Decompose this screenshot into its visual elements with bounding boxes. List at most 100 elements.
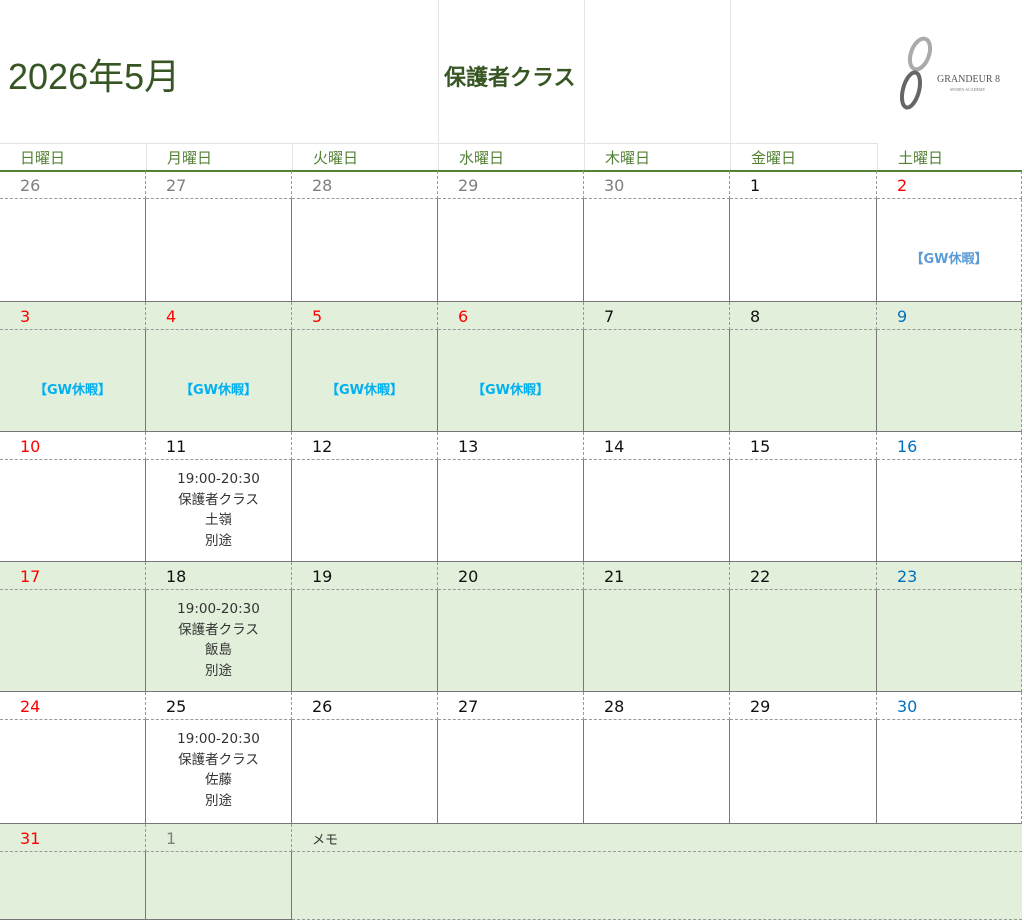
day-number: 20	[438, 562, 584, 590]
day-cell[interactable]	[292, 590, 438, 692]
day-number: 29	[730, 692, 877, 720]
day-cell[interactable]	[0, 460, 146, 562]
event-line: 土嶺	[205, 512, 232, 528]
day-number: 15	[730, 432, 877, 460]
day-number: 16	[877, 432, 1022, 460]
memo-label: メモ	[292, 824, 1022, 852]
weekday-header: 水曜日	[438, 143, 584, 171]
day-number: 1	[146, 824, 292, 852]
day-cell[interactable]	[292, 199, 438, 302]
gw-holiday-label: 【GW休暇】	[179, 383, 257, 398]
weekday-header: 土曜日	[877, 143, 1022, 171]
day-number: 27	[438, 692, 584, 720]
memo-area[interactable]	[292, 852, 1022, 920]
figure-eight-logo-icon: GRANDEUR 8 SPORTS ACADEMY	[899, 36, 1000, 110]
event-line: 別途	[205, 792, 232, 809]
day-cell[interactable]	[877, 460, 1022, 562]
day-cell[interactable]	[730, 720, 877, 824]
header-gridline	[584, 0, 585, 143]
event-line: 19:00-20:30	[177, 601, 260, 617]
day-number: 31	[0, 824, 146, 852]
gw-holiday-label: 【GW休暇】	[325, 383, 403, 398]
day-cell[interactable]	[292, 720, 438, 824]
day-number: 26	[0, 171, 146, 199]
day-number: 30	[877, 692, 1022, 720]
day-number: 30	[584, 171, 730, 199]
day-cell[interactable]	[877, 590, 1022, 692]
day-cell[interactable]	[0, 852, 146, 920]
day-number: 23	[877, 562, 1022, 590]
day-cell[interactable]	[584, 330, 730, 432]
event-line: 保護者クラス	[178, 491, 259, 508]
day-number: 7	[584, 302, 730, 330]
day-number: 1	[730, 171, 877, 199]
day-number: 2	[877, 171, 1022, 199]
day-cell[interactable]	[877, 330, 1022, 432]
event-line: 保護者クラス	[178, 751, 259, 768]
day-number: 9	[877, 302, 1022, 330]
day-number: 4	[146, 302, 292, 330]
day-number: 6	[438, 302, 584, 330]
day-number: 28	[584, 692, 730, 720]
weekday-header: 火曜日	[292, 143, 438, 171]
day-number: 10	[0, 432, 146, 460]
class-title: 保護者クラス	[444, 66, 576, 91]
day-cell[interactable]	[0, 199, 146, 302]
day-cell[interactable]	[0, 720, 146, 824]
day-number: 12	[292, 432, 438, 460]
day-number: 11	[146, 432, 292, 460]
day-number: 27	[146, 171, 292, 199]
weekday-header: 金曜日	[730, 143, 877, 171]
weekday-header: 日曜日	[20, 149, 66, 167]
gw-holiday-label: 【GW休暇】	[33, 383, 111, 398]
day-cell[interactable]	[438, 460, 584, 562]
day-number: 21	[584, 562, 730, 590]
day-cell[interactable]: 【GW休暇】	[146, 330, 292, 432]
day-cell[interactable]	[0, 590, 146, 692]
day-cell[interactable]	[730, 590, 877, 692]
day-number: 29	[438, 171, 584, 199]
day-number: 25	[146, 692, 292, 720]
day-cell[interactable]	[292, 460, 438, 562]
logo-text: GRANDEUR 8	[937, 74, 1000, 85]
day-cell[interactable]: 【GW休暇】	[292, 330, 438, 432]
day-cell[interactable]	[877, 720, 1022, 824]
event-line: 別途	[205, 532, 232, 549]
day-number: 26	[292, 692, 438, 720]
logo-subtext: SPORTS ACADEMY	[950, 87, 986, 92]
day-cell[interactable]: 【GW休暇】	[0, 330, 146, 432]
weekday-header: 木曜日	[584, 143, 730, 171]
day-cell[interactable]	[438, 199, 584, 302]
calendar-month-title: 2026年5月	[8, 56, 181, 97]
day-cell[interactable]	[146, 852, 292, 920]
event-line: 保護者クラス	[178, 621, 259, 638]
day-cell[interactable]: 【GW休暇】	[438, 330, 584, 432]
day-cell[interactable]	[584, 199, 730, 302]
day-cell[interactable]	[584, 460, 730, 562]
day-number: 22	[730, 562, 877, 590]
day-cell[interactable]: 【GW休暇】	[877, 199, 1022, 302]
day-cell[interactable]	[730, 460, 877, 562]
day-number: 5	[292, 302, 438, 330]
day-number: 19	[292, 562, 438, 590]
weekday-header: 月曜日	[146, 143, 292, 171]
day-number: 28	[292, 171, 438, 199]
day-cell[interactable]	[146, 199, 292, 302]
weekday-underline	[0, 170, 1022, 172]
day-cell[interactable]: 19:00-20:30 保護者クラス土嶺別途	[146, 460, 292, 562]
day-cell[interactable]	[438, 590, 584, 692]
day-cell[interactable]	[730, 199, 877, 302]
event-line: 別途	[205, 662, 232, 679]
grandeur8-logo: GRANDEUR 8 SPORTS ACADEMY	[893, 36, 1013, 112]
day-cell[interactable]	[730, 330, 877, 432]
day-number: 18	[146, 562, 292, 590]
header-gridline	[438, 0, 439, 143]
event-line: 佐藤	[205, 772, 232, 788]
day-cell[interactable]	[584, 590, 730, 692]
event-line: 19:00-20:30	[177, 471, 260, 487]
day-number: 8	[730, 302, 877, 330]
day-cell[interactable]	[584, 720, 730, 824]
day-cell[interactable]	[438, 720, 584, 824]
